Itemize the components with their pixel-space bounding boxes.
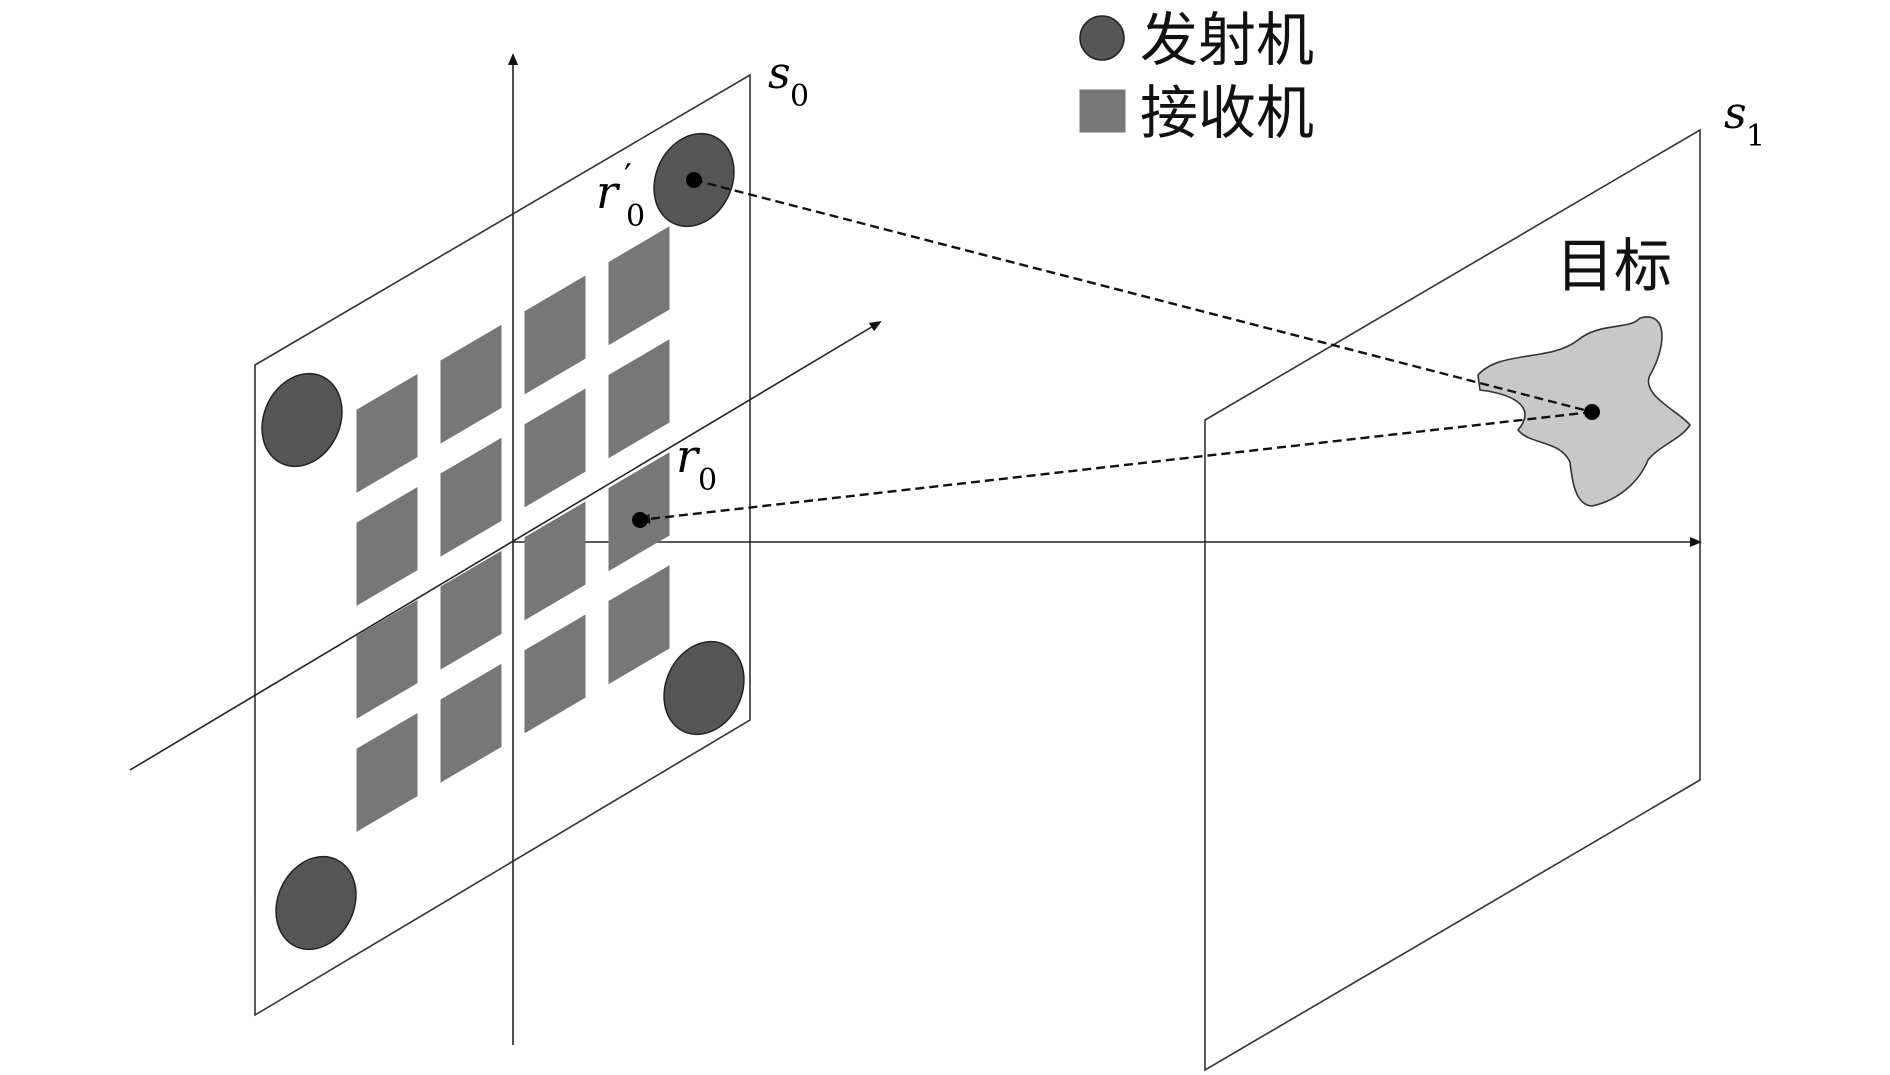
transmitter-element: [663, 640, 745, 736]
receiver-element: [356, 486, 418, 606]
target-label: 目标: [1556, 232, 1672, 300]
point-r0-prime: [686, 172, 702, 188]
receiver-element: [524, 614, 586, 734]
target-point: [1584, 404, 1600, 420]
transmitter-legend-icon: [1079, 15, 1125, 61]
receiver-element: [440, 437, 502, 557]
depth-axis: [129, 320, 882, 771]
r0-prime-subscript: 0: [626, 199, 645, 234]
receiver-element: [608, 565, 670, 685]
receiver-array: [356, 226, 670, 832]
plane-s1-subscript: 1: [1746, 119, 1765, 154]
receiver-element: [608, 339, 670, 459]
r0-prime-mark: ′: [624, 157, 632, 197]
transmitter-array: [261, 132, 745, 951]
legend-receiver-label: 接收机: [1140, 79, 1314, 147]
receiver-element: [524, 388, 586, 508]
point-r0: [632, 512, 648, 528]
receive-ray: [638, 410, 1593, 524]
plane-s1-label: s: [1724, 88, 1747, 139]
target-shape: [1477, 316, 1691, 507]
receiver-element: [524, 501, 586, 621]
aperture-plane-s0: [254, 73, 751, 1017]
plane-s0-subscript: 0: [790, 79, 809, 114]
r0-subscript: 0: [698, 463, 717, 498]
receiver-element: [440, 663, 502, 783]
receiver-element: [608, 226, 670, 346]
receiver-element: [356, 712, 418, 832]
transmitter-element: [261, 372, 343, 468]
r0-label: r: [676, 429, 701, 483]
receiver-element: [440, 550, 502, 670]
r0-prime-label: r: [596, 165, 621, 219]
receiver-element: [356, 373, 418, 493]
receiver-legend-icon: [1079, 89, 1126, 133]
receiver-element: [440, 324, 502, 444]
target-plane-s1: [1204, 128, 1701, 1072]
transmit-ray: [693, 178, 1593, 414]
receiver-element: [608, 452, 670, 572]
receiver-element: [524, 275, 586, 395]
legend-transmitter-label: 发射机: [1140, 6, 1314, 74]
plane-s0-label: s: [768, 48, 791, 99]
transmitter-element: [275, 855, 357, 951]
receiver-element: [356, 599, 418, 719]
legend: [1079, 15, 1126, 133]
